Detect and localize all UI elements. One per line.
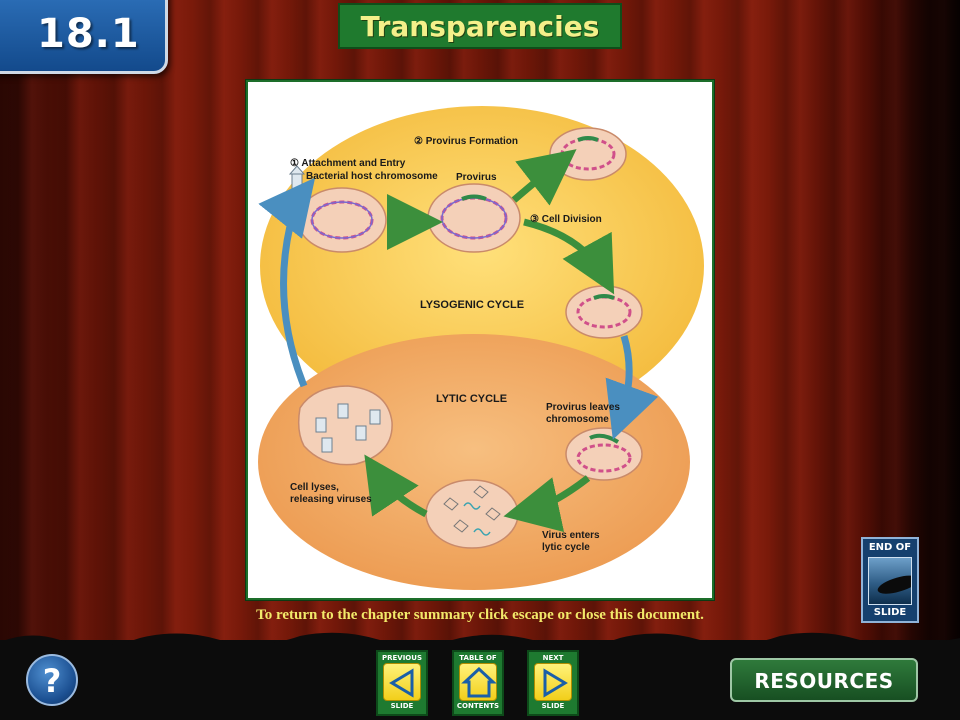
page-title: Transparencies bbox=[360, 10, 600, 43]
label-cell-lyses-1: Cell lyses, bbox=[290, 482, 339, 493]
lysogenic-region bbox=[260, 106, 704, 426]
host-cell-division-top bbox=[549, 127, 627, 181]
section-number: 18.1 bbox=[37, 11, 140, 57]
label-virus-enters-2: lytic cycle bbox=[542, 542, 590, 553]
home-icon bbox=[459, 663, 497, 701]
resources-label: RESOURCES bbox=[754, 669, 894, 693]
host-cell-attachment bbox=[297, 187, 387, 253]
arrow-to-division-top bbox=[511, 149, 577, 206]
section-badge: 18.1 bbox=[0, 0, 168, 74]
end-of-slide-top: END OF bbox=[868, 542, 912, 553]
contents-bottom-label: CONTENTS bbox=[456, 702, 500, 710]
contents-top-label: TABLE OF bbox=[459, 654, 497, 662]
host-cell-provirus-leaves bbox=[565, 427, 643, 481]
arrow-to-provirus-leaves bbox=[605, 334, 659, 440]
label-provirus-leaves-1: Provirus leaves bbox=[546, 402, 620, 413]
question-mark-icon: ? bbox=[42, 662, 62, 700]
resources-button[interactable]: RESOURCES bbox=[730, 658, 918, 702]
arrow-left-icon bbox=[383, 663, 421, 701]
end-of-slide-button[interactable]: END OF SLIDE bbox=[861, 537, 919, 623]
end-of-slide-bottom: SLIDE bbox=[873, 607, 907, 618]
label-attachment: ① Attachment and Entry bbox=[290, 158, 406, 169]
table-of-contents-button[interactable]: TABLE OF CONTENTS bbox=[452, 650, 504, 716]
previous-label: PREVIOUS bbox=[381, 654, 422, 662]
next-slide-button[interactable]: NEXT SLIDE bbox=[527, 650, 579, 716]
host-cell-provirus bbox=[427, 183, 521, 253]
instruction-caption: To return to the chapter summary click e… bbox=[256, 607, 704, 623]
label-provirus: Provirus bbox=[456, 172, 497, 183]
label-cell-lyses-2: releasing viruses bbox=[290, 494, 372, 505]
diagram-canvas: ① Attachment and Entry Bacterial host ch… bbox=[252, 86, 712, 598]
label-virus-enters-1: Virus enters bbox=[542, 530, 600, 541]
arrow-right-icon bbox=[534, 663, 572, 701]
label-lytic-cycle: LYTIC CYCLE bbox=[436, 393, 507, 405]
curtain-hem bbox=[0, 632, 960, 656]
previous-slide-label: SLIDE bbox=[390, 702, 414, 710]
arrow-to-virus-enters bbox=[503, 475, 591, 533]
host-cell-division-bottom bbox=[565, 285, 643, 339]
title-banner: Transparencies bbox=[338, 3, 622, 49]
next-label: NEXT bbox=[542, 654, 564, 662]
arrow-to-lysis bbox=[364, 454, 428, 518]
label-provirus-leaves-2: chromosome bbox=[546, 414, 609, 425]
arrow-back-to-attachment bbox=[258, 177, 316, 388]
arrow-to-division-bottom bbox=[523, 218, 615, 295]
whale-icon bbox=[868, 557, 912, 605]
label-provirus-formation: ② Provirus Formation bbox=[414, 136, 518, 147]
label-cell-division: ③ Cell Division bbox=[530, 214, 602, 225]
previous-slide-button[interactable]: PREVIOUS SLIDE bbox=[376, 650, 428, 716]
help-button[interactable]: ? bbox=[26, 654, 78, 706]
next-slide-label: SLIDE bbox=[541, 702, 565, 710]
host-cell-virus-replicating bbox=[425, 479, 519, 549]
label-host-chromosome: Bacterial host chromosome bbox=[306, 171, 438, 182]
host-cell-lysing bbox=[297, 385, 393, 466]
lysogenic-lytic-diagram: ① Attachment and Entry Bacterial host ch… bbox=[246, 80, 714, 600]
label-lysogenic-cycle: LYSOGENIC CYCLE bbox=[420, 299, 524, 311]
